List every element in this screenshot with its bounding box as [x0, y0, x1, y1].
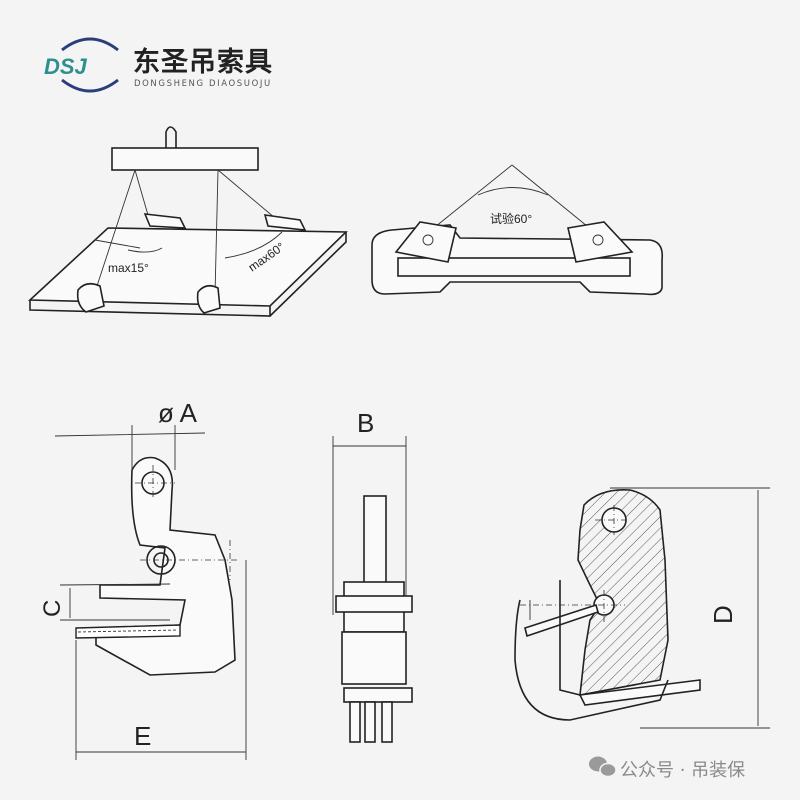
watermark: 公众号 · 吊装保: [589, 756, 745, 781]
logo-arc-top: [61, 37, 119, 52]
clamp-body-section: [577, 488, 669, 696]
dimension-b-label: B: [357, 408, 374, 438]
test-clamp-left: [394, 221, 457, 263]
watermark-text: 公众号 · 吊装保: [620, 760, 745, 781]
logo-name-cn: 东圣吊索具: [133, 46, 273, 78]
plate-lift-diagram: max15° max60°: [28, 126, 348, 317]
angle-label-max15: max15°: [108, 261, 149, 275]
clamp-side-view: ø A C E: [39, 398, 247, 760]
dimension-c-label: C: [39, 600, 66, 617]
tension-spring: [524, 603, 599, 638]
dimension-a-label: ø A: [158, 398, 198, 428]
clamp-section-view: D: [514, 487, 770, 729]
test-clamp-right: [567, 221, 634, 263]
test-diagram: 试验60°: [371, 164, 664, 296]
jaw-teeth: [578, 679, 701, 706]
clamp-front-view: B: [332, 408, 413, 743]
clamp-back-left: [143, 213, 187, 229]
dimension-d-label: D: [708, 605, 738, 624]
clamp-front-right: [196, 284, 221, 314]
test-angle-label: 试验60°: [490, 211, 532, 226]
company-logo: DSJ 东圣吊索具 DONGSHENG DIAOSUOJU: [44, 37, 273, 93]
clamp-jaw-teeth: [75, 624, 181, 639]
logo-arc-bottom: [61, 78, 119, 93]
clamp-back-right: [263, 214, 307, 231]
wechat-icon: [589, 756, 617, 778]
logo-mark: DSJ: [44, 54, 88, 79]
dimension-e-label: E: [134, 721, 151, 751]
clamp-front-left: [76, 282, 105, 313]
spreader-beam: [111, 147, 259, 171]
logo-name-en: DONGSHENG DIAOSUOJU: [134, 79, 272, 89]
lifting-shackle: [165, 126, 177, 148]
